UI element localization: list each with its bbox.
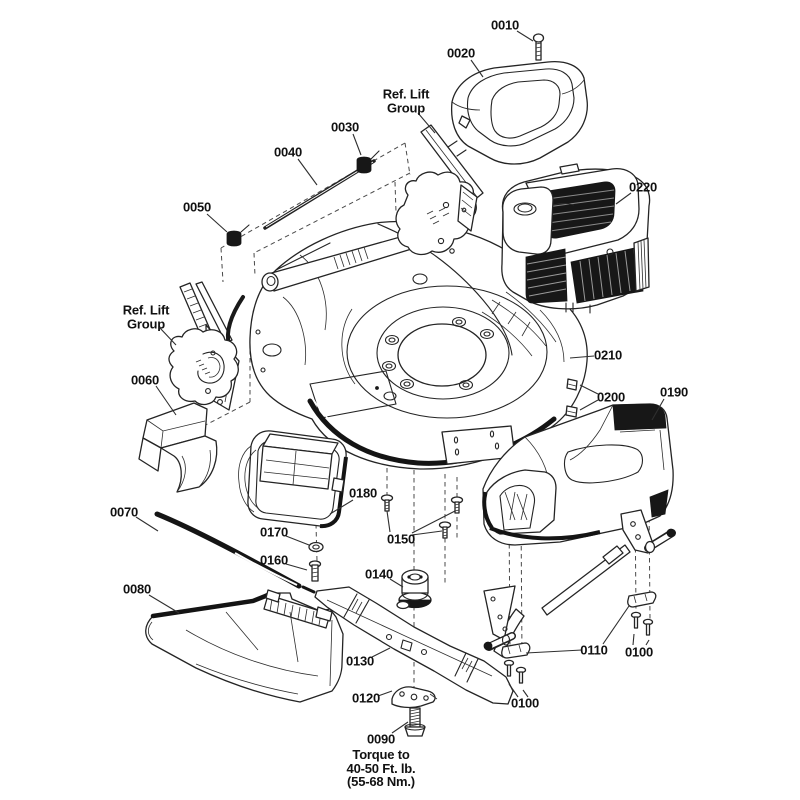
part-0010-bolt-artwork xyxy=(532,33,545,61)
part-0030-grommet-artwork xyxy=(356,150,380,174)
part-0060-baffle-artwork xyxy=(138,402,218,493)
part-0220-engine-artwork xyxy=(501,163,651,314)
part-0140-blade-adapter-artwork xyxy=(396,569,432,610)
part-0130-blade-artwork xyxy=(314,586,514,705)
part-0050-grommet-artwork xyxy=(226,224,250,247)
lift-bracket-right-artwork xyxy=(395,124,484,256)
part-0090-bolt-artwork xyxy=(404,707,426,737)
part-0110-clamps-artwork xyxy=(501,591,657,659)
part-0020-engine-cover-artwork xyxy=(450,60,588,165)
part-0200-clips-artwork xyxy=(565,378,578,418)
part-0190-rear-cover-artwork xyxy=(482,403,674,546)
part-0210-deck-artwork xyxy=(249,220,588,470)
part-0160-bolt-artwork xyxy=(308,560,322,582)
part-0170-washer-artwork xyxy=(308,541,324,553)
part-0180-chute-artwork xyxy=(238,430,348,529)
lift-bracket-left-artwork xyxy=(168,281,245,411)
part-0150-screws-artwork xyxy=(380,494,464,539)
part-0100-bolts-artwork xyxy=(503,611,654,684)
leader-lines xyxy=(135,30,665,734)
axle-assembly-artwork xyxy=(483,509,676,684)
part-0120-blade-plate-artwork xyxy=(391,686,438,709)
part-0070-trim-strip-artwork xyxy=(154,511,316,594)
part-0080-mulch-cover-artwork xyxy=(145,589,344,703)
